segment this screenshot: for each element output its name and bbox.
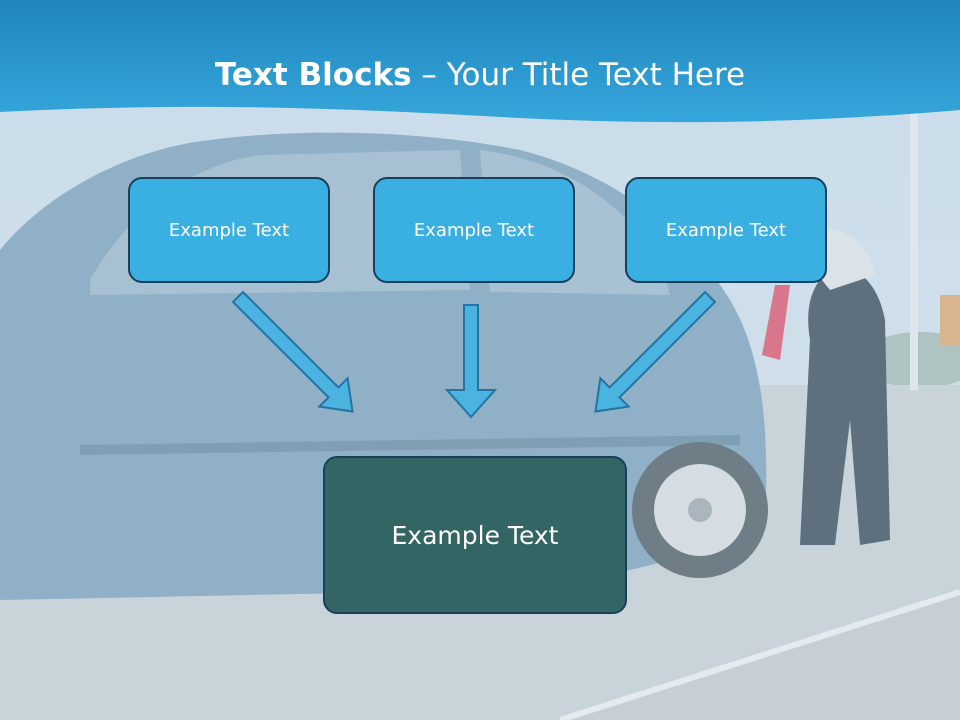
text-block-3: Example Text [625, 177, 827, 283]
target-block: Example Text [323, 456, 627, 614]
car-trim [79, 435, 741, 455]
person [800, 268, 890, 545]
sign [940, 295, 960, 345]
curb-edge [559, 589, 960, 720]
text-block-1: Example Text [128, 177, 330, 283]
pole [910, 110, 918, 390]
text-block-2-label: Example Text [413, 219, 535, 241]
title-separator: – [411, 57, 447, 93]
tie [762, 285, 790, 360]
title-bold: Text Blocks [214, 57, 412, 93]
header-band [0, 0, 960, 123]
text-block-2: Example Text [373, 177, 575, 283]
slide-title: Text Blocks – Your Title Text Here [0, 52, 960, 98]
arrow-right [594, 290, 717, 413]
target-block-label: Example Text [391, 520, 559, 550]
arrow-down [444, 304, 498, 419]
hub-center [688, 498, 712, 522]
title-rest: Your Title Text Here [446, 57, 746, 93]
arrow-left [231, 290, 354, 413]
text-block-3-label: Example Text [665, 219, 787, 241]
text-block-1-label: Example Text [168, 219, 290, 241]
